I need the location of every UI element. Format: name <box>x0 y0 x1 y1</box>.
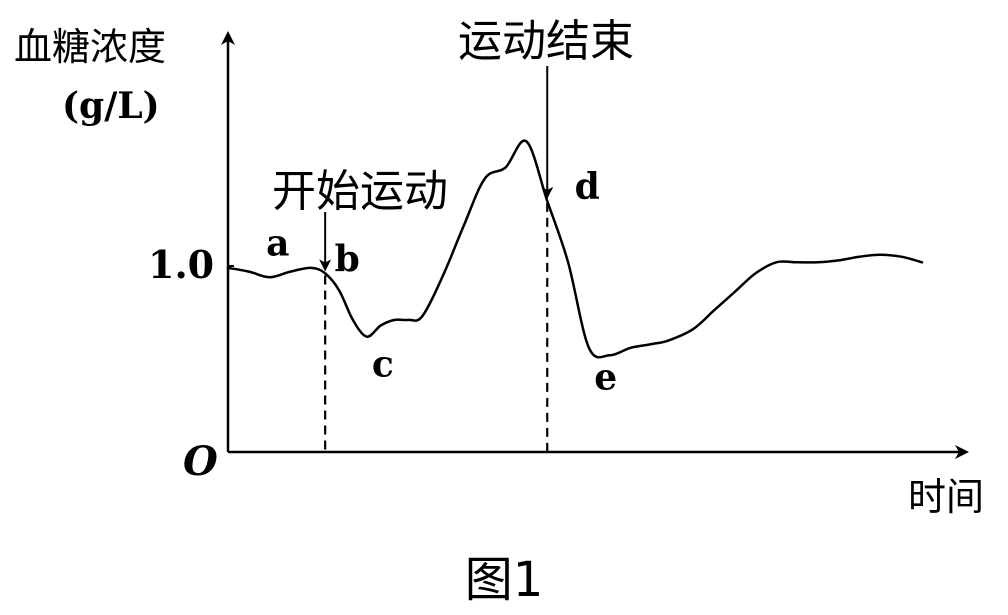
point-label-a: a <box>266 222 289 264</box>
point-label-d: d <box>575 166 600 208</box>
point-label-b: b <box>335 238 360 280</box>
y-axis-label-line1: 血糖浓度 <box>14 25 166 69</box>
y-tick-label: 1.0 <box>148 242 214 287</box>
x-axis-label: 时间 <box>908 475 984 519</box>
figure-caption: 图1 <box>465 552 544 608</box>
point-label-c: c <box>372 344 394 386</box>
y-axis-label-line2: (g/L) <box>62 85 160 127</box>
point-label-e: e <box>594 356 617 398</box>
glucose-curve <box>226 139 924 359</box>
origin-label: O <box>183 438 218 485</box>
event-label: 开始运动 <box>272 166 448 217</box>
event-label: 运动结束 <box>458 16 634 67</box>
